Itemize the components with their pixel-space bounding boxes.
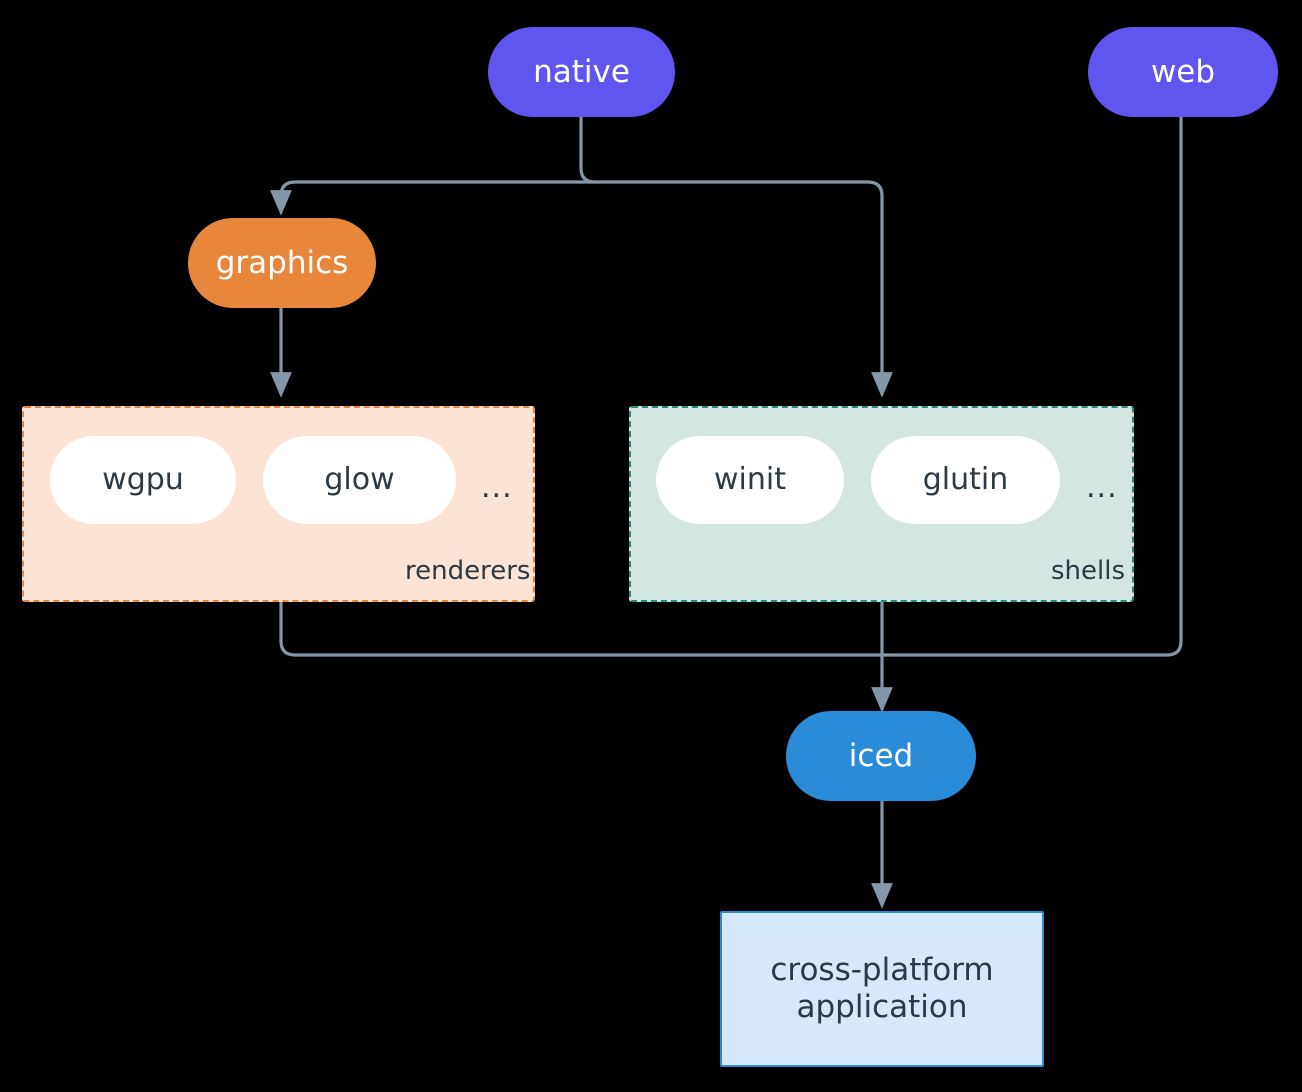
node-cross-platform-application[interactable]: cross-platform application [720,911,1044,1067]
node-glow-label: glow [324,462,395,498]
edge-native-to-graphics [270,180,583,216]
node-iced-label: iced [848,737,914,774]
node-wgpu[interactable]: wgpu [50,436,236,524]
node-winit[interactable]: winit [656,436,844,524]
node-glutin[interactable]: glutin [871,436,1060,524]
node-native-label: native [533,53,630,90]
node-app-label-line2: application [796,989,968,1025]
group-renderers-label: renderers [405,556,531,586]
node-app-label-line1: cross-platform [770,952,994,989]
node-iced[interactable]: iced [786,711,976,801]
edge-renderers-to-iced [279,600,884,657]
renderers-overflow-ellipsis: ... [481,470,513,505]
edge-native-to-shells [579,180,893,398]
node-graphics[interactable]: graphics [188,218,376,308]
shells-overflow-ellipsis: ... [1086,470,1118,505]
node-glutin-label: glutin [922,462,1009,498]
edge-web-to-iced [880,115,1183,657]
edge-native-trunk [579,115,597,184]
node-web-label: web [1150,53,1216,90]
group-shells-label: shells [1051,556,1126,586]
node-winit-label: winit [714,462,786,498]
node-web[interactable]: web [1088,27,1278,117]
node-wgpu-label: wgpu [102,462,184,498]
node-graphics-label: graphics [215,244,349,281]
node-glow[interactable]: glow [263,436,456,524]
node-native[interactable]: native [488,27,675,117]
